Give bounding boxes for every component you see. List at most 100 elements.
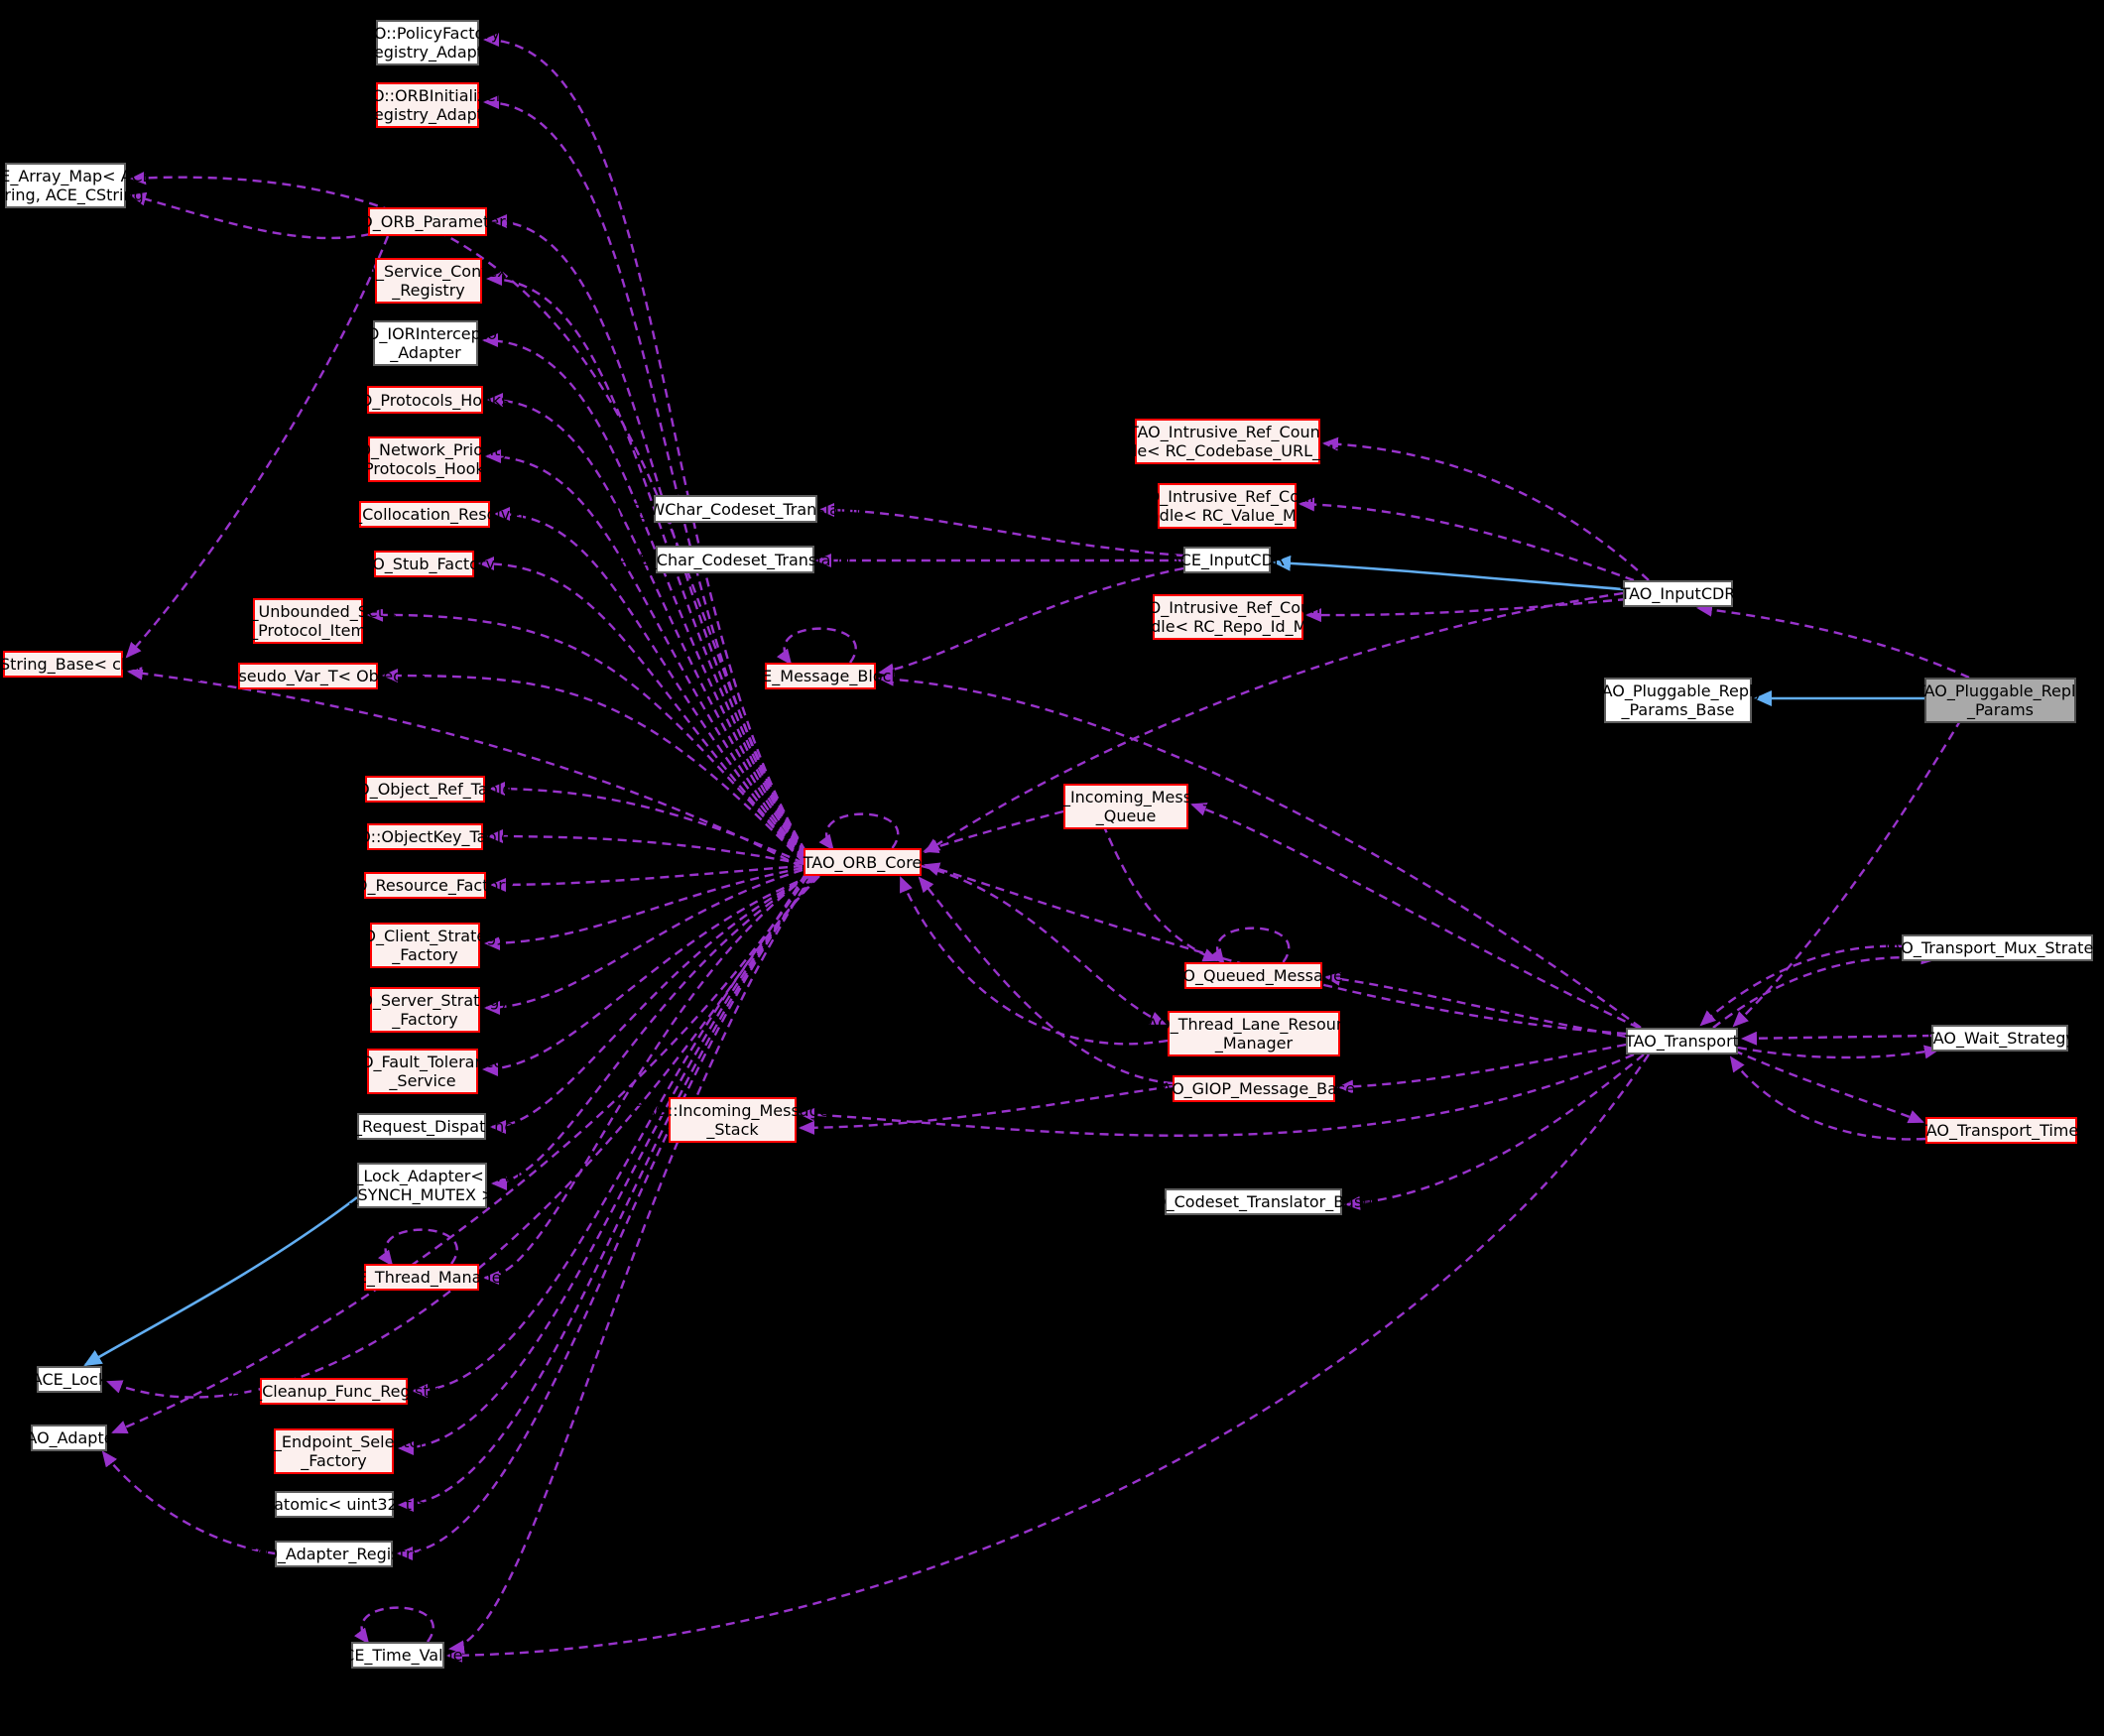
edge-oc-am xyxy=(130,171,806,854)
edge-oc-sa xyxy=(398,875,816,1512)
node-sf[interactable]: TAO_Stub_Factory xyxy=(353,551,495,577)
node-ar[interactable]: TAO_Adapter_Registry xyxy=(246,1541,422,1567)
node-ttt[interactable]: TAO_Transport_Timer xyxy=(1918,1117,2085,1144)
node-label: TAO_Collocation_Resolver xyxy=(322,505,527,524)
edge-oc-pf xyxy=(483,33,807,852)
edge-oc-sb xyxy=(127,666,803,869)
node-npph[interactable]: TAO_Network_Priority_Protocols_Hooks xyxy=(339,436,510,482)
node-amb[interactable]: ACE_Message_Block xyxy=(740,663,901,689)
node-atm[interactable]: ACE_Thread_Manager xyxy=(335,1264,508,1291)
edge-oc-npph xyxy=(485,449,804,859)
node-atv[interactable]: ACE_Time_Value xyxy=(332,1642,463,1669)
node-label: ACE_Thread_Manager xyxy=(334,1268,509,1287)
node-gmb[interactable]: TAO_GIOP_Message_Base xyxy=(1153,1075,1355,1102)
edge-oc-pv xyxy=(382,669,804,863)
node-ircr[interactable]: TAO_Intrusive_Ref_Count_Handle< RC_Repo_… xyxy=(1111,594,1345,640)
edge-oc-tlrm xyxy=(921,864,1167,1026)
node-aic[interactable]: ACE_InputCDR xyxy=(1170,547,1285,573)
node-ims[interactable]: TAO::Incoming_Message_Stack xyxy=(636,1097,829,1143)
node-ph[interactable]: TAO_Protocols_Hooks xyxy=(341,386,509,414)
edge-tt-qm xyxy=(1324,971,1627,1039)
node-ior[interactable]: TAO_IORInterceptor_Adapter xyxy=(348,320,503,366)
edge-atv-self xyxy=(353,1606,434,1645)
node-label: TAO_Network_Priority xyxy=(339,440,510,459)
edge-amb-self xyxy=(776,627,857,666)
node-label: TAO::ObjectKey_Table xyxy=(339,827,511,846)
edge-prp-tt xyxy=(1732,718,1963,1028)
edge-oc-us xyxy=(367,607,804,862)
edge-gmb-ims xyxy=(799,1084,1174,1135)
node-imq[interactable]: TAO_Incoming_Message_Queue xyxy=(1031,784,1221,829)
node-am[interactable]: ACE_Array_Map< ACE_CString, ACE_CString … xyxy=(0,163,162,208)
node-ort[interactable]: TAO_Object_Ref_Table xyxy=(338,776,512,803)
edge-oc-csf xyxy=(484,866,804,950)
node-csf[interactable]: TAO_Client_Strategy_Factory xyxy=(344,923,506,968)
node-sa[interactable]: std::atomic< uint32_t > xyxy=(239,1491,430,1518)
node-label: _Registry xyxy=(392,281,465,300)
node-label: TAO_Transport xyxy=(1625,1032,1739,1051)
edge-ttt-tt xyxy=(1729,1055,1926,1141)
node-label: _Stack xyxy=(706,1120,759,1139)
node-label: TAO_Transport_Mux_Strategy xyxy=(1882,938,2104,957)
node-scr[interactable]: TAO_Service_Context_Registry xyxy=(344,258,513,304)
node-label: _Factory xyxy=(392,945,458,964)
edge-tt-gmb xyxy=(1337,1043,1627,1094)
node-pf[interactable]: TAO::PolicyFactory_Registry_Adapter xyxy=(355,20,500,65)
edge-qm-self xyxy=(1209,927,1291,965)
edge-tt-ctb xyxy=(1344,1054,1645,1210)
node-label: _Factory xyxy=(392,1010,458,1029)
node-label: _Handle< RC_Value_Map > xyxy=(1119,506,1335,525)
edge-oc-scr xyxy=(486,272,806,856)
node-tws[interactable]: TAO_Wait_Strategy xyxy=(1924,1025,2075,1052)
node-label: TAO_Intrusive_Ref_Count xyxy=(1128,487,1326,506)
node-label: TAO_Object_Ref_Table xyxy=(337,780,513,799)
node-label: TAO_Service_Context xyxy=(344,262,513,281)
node-cct[interactable]: ACE_Char_Codeset_Translator xyxy=(617,546,853,573)
node-fts[interactable]: TAO_Fault_Tolerance_Service xyxy=(342,1049,503,1094)
node-label: std::atomic< uint32_t > xyxy=(238,1495,431,1514)
node-oc[interactable]: TAO_ORB_Core xyxy=(804,848,922,876)
edge-oc-sf xyxy=(478,557,804,861)
edge-oc-ph xyxy=(487,393,805,858)
node-label: TAO_Client_Strategy xyxy=(344,927,506,945)
node-ircv[interactable]: TAO_Intrusive_Ref_Count_Handle< RC_Value… xyxy=(1120,483,1334,529)
node-oi[interactable]: TAO::ORBInitializer_Registry_Adapter xyxy=(353,82,502,128)
node-al[interactable]: ACE_Lock xyxy=(32,1366,107,1393)
node-ssf[interactable]: TAO_Server_Strategy_Factory xyxy=(341,987,509,1033)
edge-tt-oc xyxy=(924,862,1627,1036)
node-sb[interactable]: ACE_String_Base< char > xyxy=(0,651,166,678)
edge-tic-aic xyxy=(1273,555,1624,591)
node-rd[interactable]: TAO_Request_Dispatcher xyxy=(322,1113,521,1140)
node-label: ACE_Lock xyxy=(31,1370,108,1389)
node-ta[interactable]: TAO_Adapter xyxy=(18,1425,120,1451)
node-cr[interactable]: TAO_Collocation_Resolver xyxy=(322,501,527,528)
node-label: TAO_Fault_Tolerance xyxy=(341,1053,504,1071)
edge-oc-atm xyxy=(483,875,808,1285)
node-label: ACE_Lock_Adapter< TAO xyxy=(323,1167,521,1185)
node-esf[interactable]: TAO_Endpoint_Selector_Factory xyxy=(242,1428,426,1474)
node-rf[interactable]: TAO_Resource_Factory xyxy=(336,872,514,899)
node-ctb[interactable]: TAO_Codeset_Translator_Base xyxy=(1135,1188,1372,1215)
edge-oc-oi xyxy=(483,95,807,853)
node-tms[interactable]: TAO_Transport_Mux_Strategy xyxy=(1882,934,2104,961)
node-cfr[interactable]: TAO_Cleanup_Func_Registry xyxy=(222,1378,445,1405)
node-tt[interactable]: TAO_Transport xyxy=(1625,1028,1739,1054)
node-us[interactable]: ACE_Unbounded_Set<TAO_Protocol_Item * > xyxy=(218,598,398,644)
node-wct[interactable]: ACE_WChar_Codeset_Translator xyxy=(609,495,862,523)
node-prpb[interactable]: TAO_Pluggable_Reply_Params_Base xyxy=(1593,678,1763,723)
node-label: _Protocols_Hooks xyxy=(355,459,494,478)
node-tic[interactable]: TAO_InputCDR xyxy=(1621,580,1735,607)
node-pv[interactable]: TAO_Pseudo_Var_T< Object > xyxy=(189,663,427,689)
edge-atm-self xyxy=(377,1228,458,1267)
node-tlrm[interactable]: TAO_Thread_Lane_Resources_Manager xyxy=(1139,1011,1369,1056)
node-label: _Queue xyxy=(1095,806,1157,825)
node-op[interactable]: TAO_ORB_Parameters xyxy=(341,207,514,236)
node-okt[interactable]: TAO::ObjectKey_Table xyxy=(339,823,511,850)
node-label: ACE_Time_Value xyxy=(332,1646,463,1665)
node-la[interactable]: ACE_Lock_Adapter< TAO_SYNCH_MUTEX > xyxy=(323,1163,521,1208)
node-ircc[interactable]: TAO_Intrusive_Ref_Count_Handle< RC_Codeb… xyxy=(1083,419,1372,464)
node-qm[interactable]: TAO_Queued_Message xyxy=(1164,962,1343,989)
node-label: ACE_WChar_Codeset_Translator xyxy=(609,499,862,519)
edge-oc-self xyxy=(818,812,900,851)
